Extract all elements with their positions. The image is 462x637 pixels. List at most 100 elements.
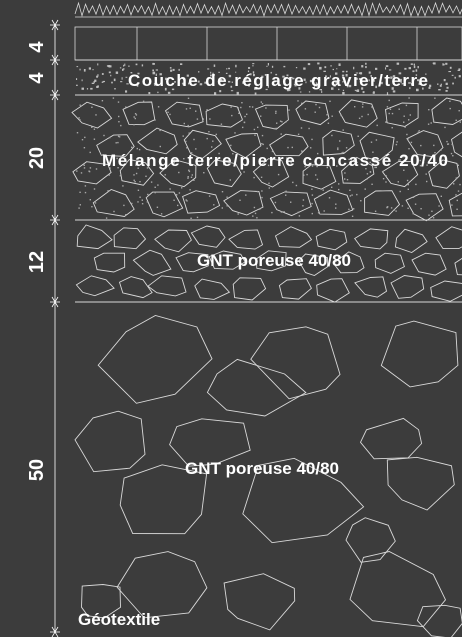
gravel-grain [375, 85, 377, 89]
gravel-grain [415, 69, 418, 72]
gravel-grain [169, 67, 172, 69]
soil-grain [280, 133, 282, 135]
soil-grain [367, 113, 369, 116]
stone-fill [71, 62, 462, 637]
soil-grain [393, 209, 395, 211]
gravel-grain [172, 68, 175, 71]
soil-grain [131, 146, 133, 148]
soil-grain [316, 178, 319, 181]
soil-grain [371, 183, 373, 185]
gravel-grain [213, 64, 216, 67]
soil-grain [318, 195, 321, 197]
soil-grain [183, 158, 185, 160]
gravel-grain [254, 92, 257, 95]
gravel-grain [299, 91, 302, 93]
soil-grain [414, 203, 417, 205]
soil-grain [364, 188, 366, 190]
soil-grain [351, 215, 354, 217]
crushed-stone [182, 190, 221, 214]
soil-grain [241, 118, 243, 121]
gravel-grain [123, 64, 125, 67]
gravel-grain [408, 67, 411, 70]
gnt-stone [255, 250, 287, 272]
soil-grain [275, 127, 277, 130]
gravel-grain [207, 68, 210, 70]
gravel-grain [336, 68, 338, 70]
soil-grain [157, 184, 159, 186]
soil-grain [119, 175, 122, 177]
gnt-stone [354, 228, 389, 250]
soil-grain [410, 141, 413, 144]
soil-grain [209, 118, 211, 120]
gravel-grain [111, 81, 113, 84]
soil-grain [459, 183, 461, 186]
crushed-stone [405, 193, 444, 222]
gravel-grain [380, 81, 383, 85]
gravel-grain [230, 90, 234, 92]
gravel-grain [76, 84, 78, 86]
soil-grain [385, 121, 387, 123]
soil-grain [311, 188, 313, 190]
gravel-grain [244, 77, 248, 80]
soil-grain [253, 206, 256, 209]
gravel-grain [417, 79, 419, 81]
soil-grain [191, 174, 193, 176]
soil-grain [369, 161, 371, 164]
soil-grain [117, 101, 120, 103]
gravel-grain [295, 67, 298, 69]
gnt-stone [75, 275, 115, 297]
soil-grain [131, 202, 133, 205]
gravel-grain [342, 81, 344, 83]
soil-grain [240, 106, 242, 109]
soil-grain [322, 189, 324, 191]
gravel-grain [294, 82, 297, 84]
large-stone [206, 358, 307, 417]
gravel-grain [210, 74, 212, 77]
gravel-grain [319, 89, 322, 91]
soil-grain [375, 166, 377, 169]
geotextile-label: Géotextile [78, 610, 160, 629]
soil-grain [238, 112, 240, 114]
gnt-stone [228, 229, 264, 250]
soil-grain [93, 188, 96, 190]
gravel-grain [265, 88, 268, 91]
soil-grain [141, 203, 144, 205]
gravel-grain [391, 87, 394, 90]
crushed-stone [96, 134, 135, 157]
dimension-lines [50, 19, 60, 637]
soil-grain [186, 147, 188, 149]
soil-grain [173, 199, 175, 201]
soil-grain [316, 165, 318, 168]
gravel-grain [97, 85, 99, 88]
gravel-grain [242, 81, 245, 84]
soil-grain [281, 121, 283, 123]
soil-grain [433, 159, 436, 161]
soil-grain [139, 181, 141, 183]
gravel-grain [286, 74, 289, 77]
gnt-stone [278, 278, 312, 300]
gnt-stone [76, 224, 113, 250]
soil-grain [134, 113, 137, 115]
soil-grain [302, 205, 304, 207]
soil-grain [84, 136, 86, 139]
gravel-grain [365, 62, 367, 65]
soil-grain [95, 168, 98, 170]
gravel-grain [152, 71, 156, 75]
soil-grain [366, 178, 368, 180]
gravel-grain [96, 85, 99, 88]
gravel-grain [358, 78, 361, 81]
gravel-grain [445, 82, 448, 85]
gravel-grain [413, 63, 415, 66]
gravel-grain [152, 62, 155, 65]
gravel-grain [307, 63, 311, 66]
gravel-grain [256, 87, 259, 89]
soil-grain [452, 155, 454, 157]
large-stone [250, 326, 341, 400]
gnt-stone [411, 252, 447, 276]
gnt-stone [154, 229, 192, 253]
soil-grain [401, 205, 404, 207]
gravel-grain [171, 88, 175, 91]
soil-grain [341, 152, 343, 154]
soil-grain [94, 202, 97, 204]
soil-grain [279, 120, 282, 122]
